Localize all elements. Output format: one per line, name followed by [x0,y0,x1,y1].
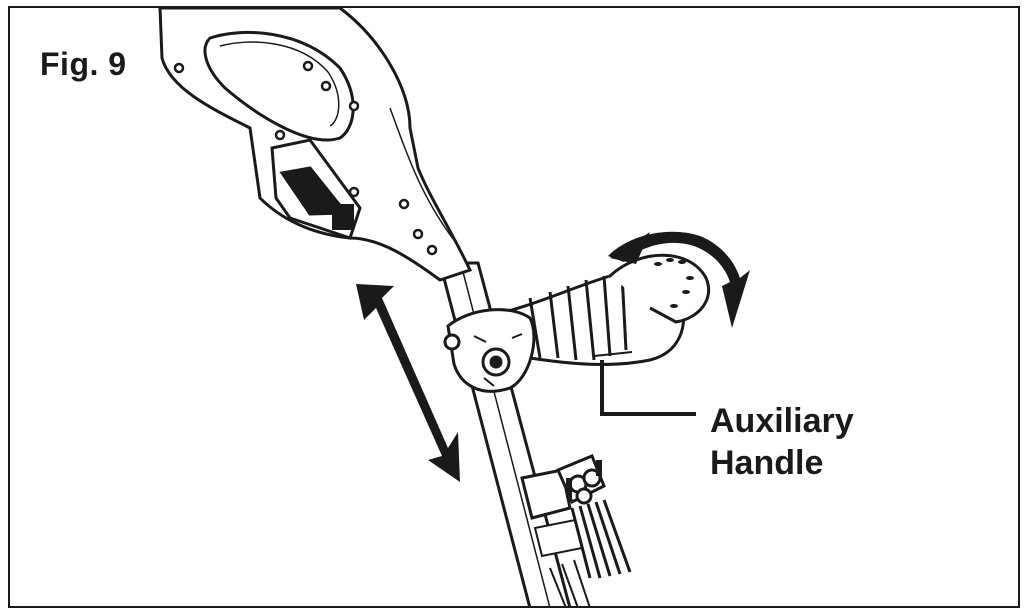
figure-label: Fig. 9 [40,46,127,82]
figure-frame: Fig. 9 Auxiliary Handle [8,6,1020,608]
clamp-knob [443,308,536,393]
callout-line-1: Auxiliary [710,402,854,440]
trimmer-illustration [158,8,750,606]
auxiliary-handle-callout: Auxiliary Handle [710,400,854,484]
height-adjust-arrow [356,284,460,482]
main-handle-housing [158,8,473,282]
callout-line-2: Handle [710,444,824,482]
wire-connector [556,454,632,579]
callout-leader-line [600,360,696,416]
rotation-arrow [608,231,750,328]
